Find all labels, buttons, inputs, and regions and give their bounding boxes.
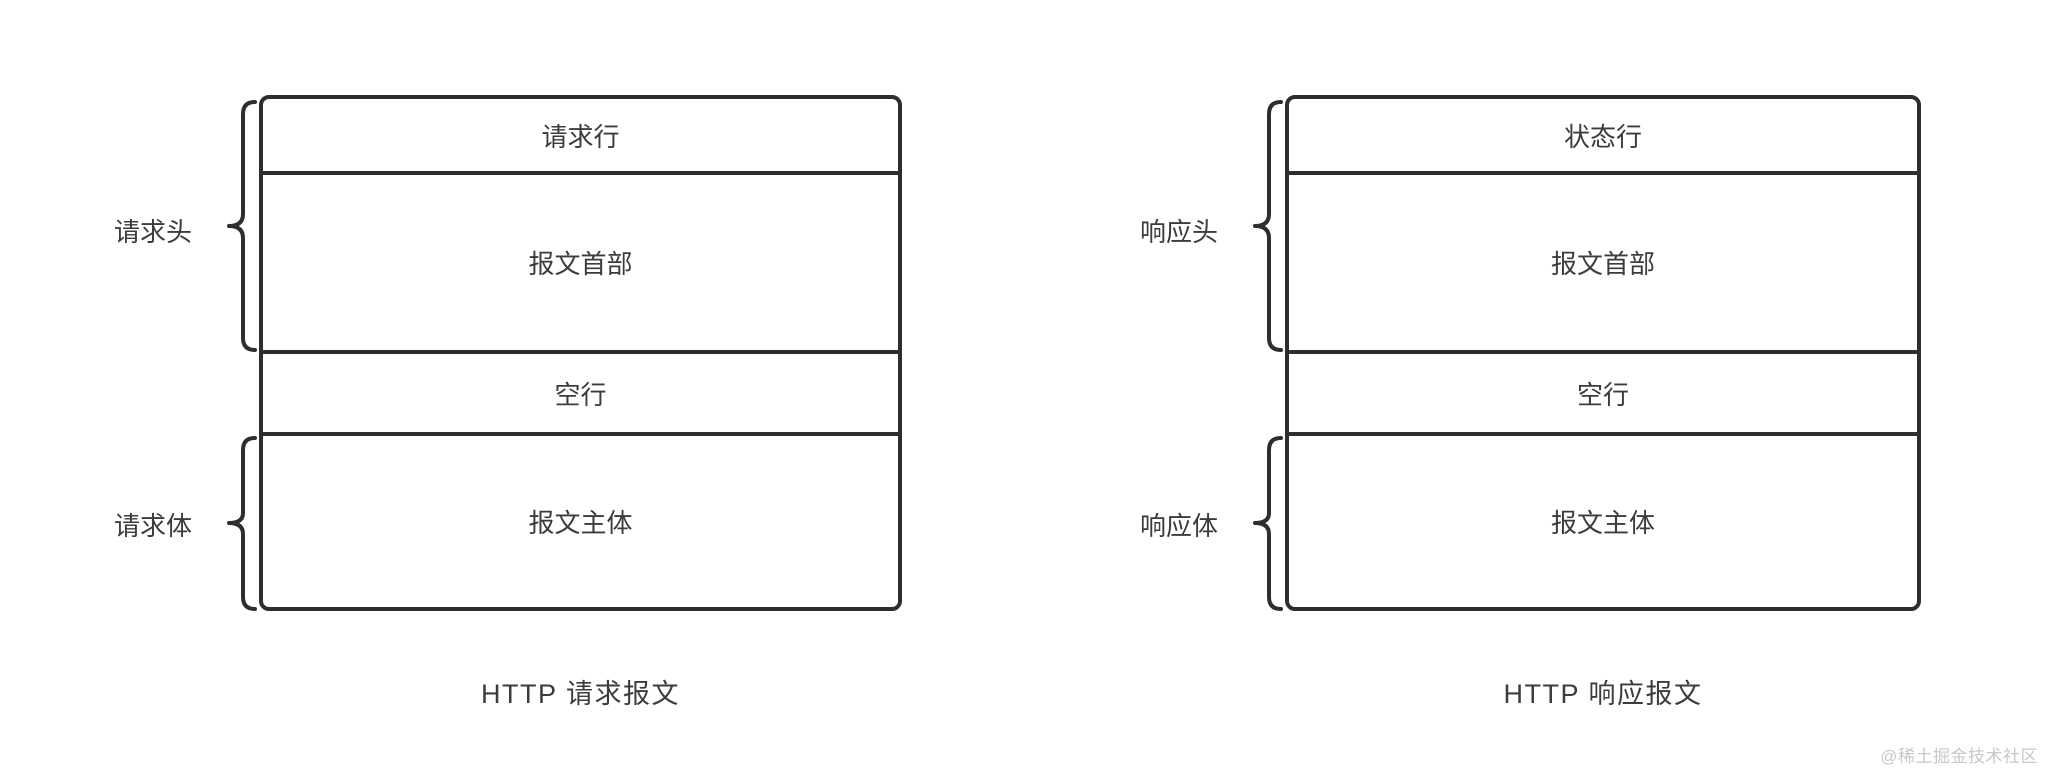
brace-label-request-header: 请求头 xyxy=(114,217,193,247)
curly-brace-icon xyxy=(1253,100,1283,352)
curly-brace-icon xyxy=(1253,436,1283,611)
brace-label-response-header: 响应头 xyxy=(1140,217,1219,247)
response-message-box: 状态行 报文首部 空行 报文主体 xyxy=(1285,95,1921,611)
row-message-body-label: 报文主体 xyxy=(528,508,633,538)
row-message-header-label: 报文首部 xyxy=(1550,249,1655,279)
row-empty-line: 空行 xyxy=(263,354,898,436)
row-message-header: 报文首部 xyxy=(263,175,898,354)
brace-label-response-body: 响应体 xyxy=(1140,511,1219,541)
row-status-line-label: 状态行 xyxy=(1563,121,1642,152)
row-message-body-label: 报文主体 xyxy=(1550,508,1655,538)
row-request-line-label: 请求行 xyxy=(541,121,620,152)
request-message-box: 请求行 报文首部 空行 报文主体 xyxy=(259,95,902,611)
curly-brace-icon xyxy=(227,436,257,611)
watermark: @稀土掘金技术社区 xyxy=(1880,747,2038,766)
request-diagram-caption: HTTP 请求报文 xyxy=(480,679,680,709)
row-message-body: 报文主体 xyxy=(1289,436,1917,607)
row-status-line: 状态行 xyxy=(1289,99,1917,175)
curly-brace-icon xyxy=(227,100,257,352)
row-empty-line-label: 空行 xyxy=(1576,379,1629,410)
row-request-line: 请求行 xyxy=(263,99,898,175)
response-diagram-caption: HTTP 响应报文 xyxy=(1503,679,1703,709)
row-empty-line: 空行 xyxy=(1289,354,1917,436)
row-message-body: 报文主体 xyxy=(263,436,898,607)
brace-label-request-body: 请求体 xyxy=(114,511,193,541)
row-message-header: 报文首部 xyxy=(1289,175,1917,354)
row-message-header-label: 报文首部 xyxy=(528,249,633,279)
row-empty-line-label: 空行 xyxy=(554,379,607,410)
